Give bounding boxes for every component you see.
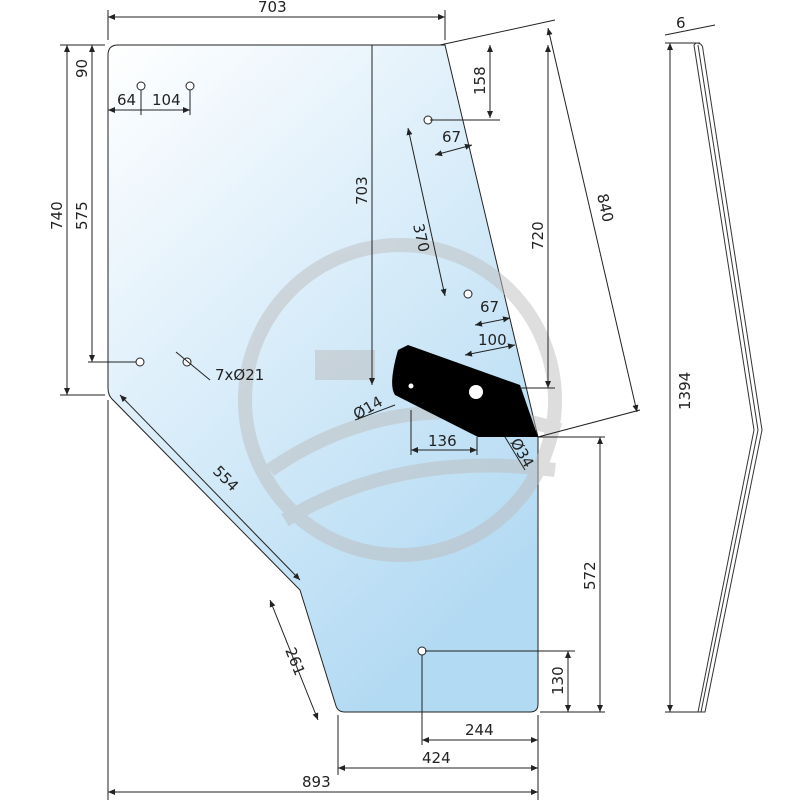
label-130: 130 (549, 666, 567, 695)
label-572: 572 (581, 561, 599, 590)
label-840: 840 (593, 192, 617, 224)
label-67-upper: 67 (442, 128, 461, 146)
dimension-labels: 703 90 64 104 740 575 703 158 67 370 67 … (48, 0, 694, 791)
label-720: 720 (529, 221, 547, 250)
label-261: 261 (281, 645, 308, 678)
label-136: 136 (428, 432, 457, 450)
label-center-703: 703 (353, 176, 371, 205)
label-740: 740 (48, 201, 66, 230)
label-100: 100 (478, 331, 507, 349)
label-104: 104 (152, 91, 181, 109)
hinge-plate (392, 345, 538, 437)
label-top-width: 703 (258, 0, 287, 16)
label-thickness: 6 (676, 14, 686, 32)
label-holes: 7xØ21 (215, 366, 264, 384)
label-64: 64 (117, 91, 136, 109)
label-575: 575 (73, 201, 91, 230)
dimension-lines (60, 10, 716, 800)
label-158: 158 (471, 66, 489, 95)
hinge-hole-large (469, 385, 483, 399)
label-370: 370 (409, 222, 433, 254)
label-67-lower: 67 (480, 298, 499, 316)
label-90: 90 (73, 59, 91, 78)
glass-side-profile (693, 42, 763, 713)
label-893: 893 (302, 773, 331, 791)
label-1394: 1394 (676, 372, 694, 410)
hinge-hole-small (408, 383, 414, 389)
label-244: 244 (465, 721, 494, 739)
label-424: 424 (422, 749, 451, 767)
